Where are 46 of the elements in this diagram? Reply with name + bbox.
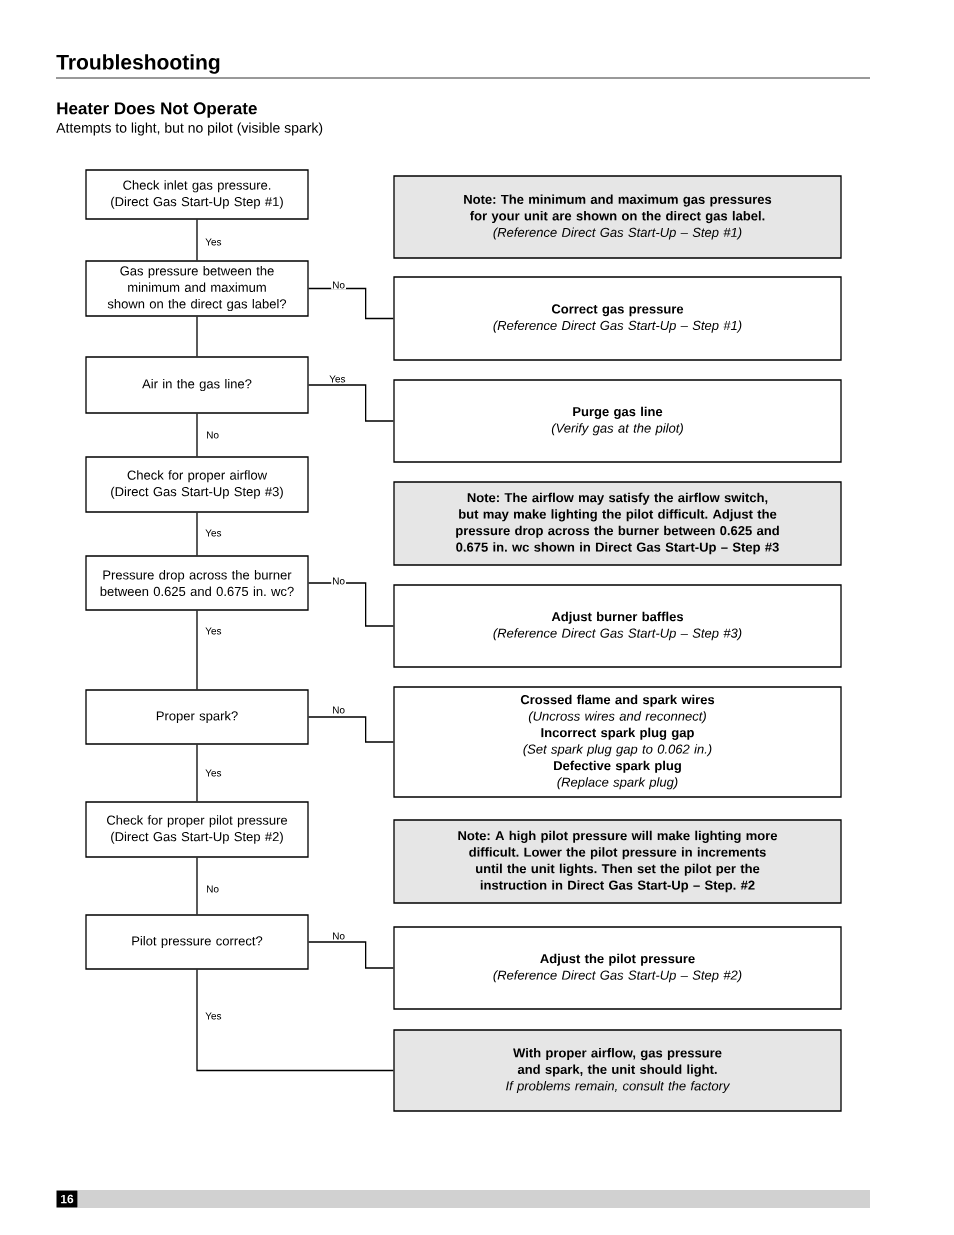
note-box: Note: The airflow may satisfy the airflow switch, but may make lighting the pilot difficult. Adjust the pressure drop across the burner between 0.625 and 0.675 in. wc shown in Direct Gas Start-Up – Step #3	[393, 481, 842, 566]
note-box: Note: A high pilot pressure will make lighting more difficult. Lower the pilot pressure in increments until the unit lights. Then set the pilot per the instruction in Direct Gas Start-Up – Step. #2	[393, 819, 842, 904]
connector-line	[308, 716, 394, 743]
action-box: Adjust burner baffles (Reference Direct Gas Start-Up – Step #3)	[393, 584, 842, 668]
subheading: Attempts to light, but no pilot (visible spark)	[56, 122, 323, 136]
process-box: Air in the gas line?	[85, 356, 309, 414]
action-box: Correct gas pressure (Reference Direct Gas Start-Up – Step #1)	[393, 276, 842, 361]
connector-line	[196, 413, 198, 457]
connector-line	[196, 610, 198, 690]
action-box: Adjust the pilot pressure (Reference Direct Gas Start-Up – Step #2)	[393, 926, 842, 1010]
edge-label: Yes	[204, 768, 223, 778]
edge-label: No	[331, 931, 346, 941]
edge-label: Yes	[204, 1011, 223, 1021]
edge-label: No	[331, 705, 346, 715]
process-box: Check for proper airflow (Direct Gas Start-Up Step #3)	[85, 456, 309, 513]
edge-label: No	[205, 430, 220, 440]
connector-line	[308, 582, 394, 627]
edge-label: No	[331, 280, 346, 290]
connector-line	[196, 857, 198, 915]
connector-line	[196, 969, 394, 1072]
process-box: Check inlet gas pressure. (Direct Gas Start-Up Step #1)	[85, 169, 309, 220]
process-box: Proper spark?	[85, 689, 309, 745]
page-number: 16	[56, 1190, 78, 1208]
edge-label: No	[205, 884, 220, 894]
note-box: With proper airflow, gas pressure and spark, the unit should light. If problems remain, consult the factory	[393, 1029, 842, 1112]
process-box: Check for proper pilot pressure (Direct Gas Start-Up Step #2)	[85, 801, 309, 858]
connector-line	[196, 744, 198, 802]
process-box: Gas pressure between the minimum and maximum shown on the direct gas label?	[85, 260, 309, 317]
connector-line	[308, 287, 394, 320]
action-box: Purge gas line (Verify gas at the pilot)	[393, 379, 842, 463]
connector-line	[196, 316, 198, 357]
connector-line	[308, 941, 394, 969]
connector-line	[196, 219, 198, 261]
action-box: Crossed flame and spark wires (Uncross wires and reconnect) Incorrect spark plug gap (Set spark plug gap to 0.062 in.) Defective spark plug (Replace spark plug)	[393, 686, 842, 798]
connector-line	[196, 512, 198, 556]
edge-label: Yes	[328, 374, 347, 384]
edge-label: No	[331, 576, 346, 586]
edge-label: Yes	[204, 528, 223, 538]
process-box: Pressure drop across the burner between 0.625 and 0.675 in. wc?	[85, 555, 309, 611]
process-box: Pilot pressure correct?	[85, 914, 309, 970]
connector-line	[308, 384, 394, 422]
edge-label: Yes	[204, 626, 223, 636]
edge-label: Yes	[204, 237, 223, 247]
note-box: Note: The minimum and maximum gas pressures for your unit are shown on the direct gas label. (Reference Direct Gas Start-Up – Step #1)	[393, 175, 842, 259]
section-heading: Heater Does Not Operate	[57, 102, 257, 118]
page-title: Troubleshooting	[56, 54, 220, 74]
